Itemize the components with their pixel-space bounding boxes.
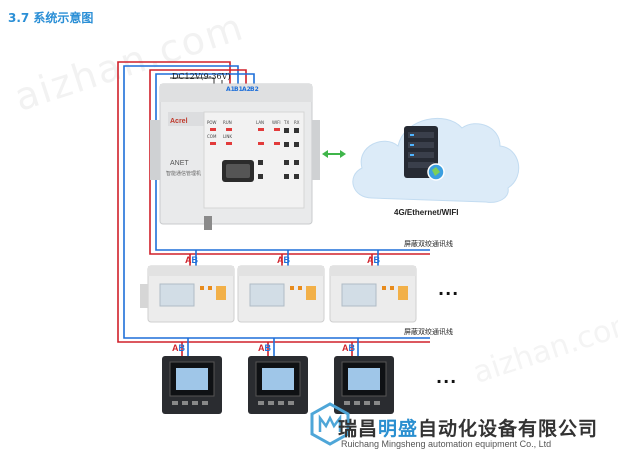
ab-label: AB bbox=[277, 255, 290, 265]
server-icon bbox=[404, 126, 445, 181]
company-name-cn-pre: 瑞昌 bbox=[338, 418, 379, 440]
bus1-label: 屏蔽双绞通讯线 bbox=[404, 240, 453, 248]
ab-label: AB bbox=[367, 255, 380, 265]
more-devices-ellipsis: ··· bbox=[436, 372, 458, 391]
led-label-pow: POW bbox=[207, 120, 217, 125]
a-label: A bbox=[172, 343, 179, 353]
b-label: B bbox=[191, 255, 199, 265]
b-label: B bbox=[264, 343, 272, 353]
link-arrow bbox=[322, 150, 346, 158]
a-label: A bbox=[367, 255, 374, 265]
b-label: B bbox=[373, 255, 381, 265]
led-label-rx: RX bbox=[294, 120, 300, 125]
terminal-a2: A2 bbox=[242, 86, 251, 93]
cloud-label: 4G/Ethernet/WIFI bbox=[394, 208, 459, 217]
bus-wiring bbox=[117, 61, 430, 356]
din-meter bbox=[140, 265, 235, 323]
b-label: B bbox=[178, 343, 186, 353]
section-title: 3.7 系统示意图 bbox=[8, 11, 94, 25]
led-label-wifi: WIFI bbox=[272, 120, 281, 125]
ab-label: AB bbox=[172, 343, 185, 353]
din-meters bbox=[140, 265, 417, 323]
bus2-label: 屏蔽双绞通讯线 bbox=[404, 328, 453, 336]
din-meter bbox=[329, 265, 417, 323]
a-label: A bbox=[258, 343, 265, 353]
power-label: DC12V(9-36V) bbox=[172, 72, 231, 81]
ab-label: AB bbox=[258, 343, 271, 353]
panel-meters bbox=[162, 356, 394, 414]
company-name-en: Ruichang Mingsheng automation equipment … bbox=[341, 439, 552, 449]
company-name-cn-post: 自动化设备有限公司 bbox=[418, 418, 599, 440]
b-label: B bbox=[348, 343, 356, 353]
terminal-b2: B2 bbox=[250, 86, 259, 93]
led-label-tx: TX bbox=[284, 120, 290, 125]
panel-meter bbox=[162, 356, 222, 414]
brand-logo: Acrel bbox=[170, 118, 188, 125]
gateway-device bbox=[150, 83, 320, 230]
ab-label: AB bbox=[185, 255, 198, 265]
a-label: A bbox=[342, 343, 349, 353]
terminal-a1: A1 bbox=[226, 86, 235, 93]
led-label-link: LINK bbox=[223, 134, 233, 139]
led-label-run: RUN bbox=[223, 120, 232, 125]
terminal-b1: B1 bbox=[234, 86, 243, 93]
led-label-lan: LAN bbox=[256, 120, 265, 125]
panel-meter bbox=[334, 356, 394, 414]
din-meter bbox=[237, 265, 325, 323]
more-devices-ellipsis: ··· bbox=[438, 284, 460, 303]
company-name-cn-highlight: 明盛 bbox=[378, 418, 419, 440]
company-name-cn: 瑞昌明盛自动化设备有限公司 bbox=[338, 414, 598, 441]
panel-meter bbox=[248, 356, 308, 414]
led-label-com: COM bbox=[207, 134, 217, 139]
company-logo-icon bbox=[310, 402, 350, 446]
a-label: A bbox=[277, 255, 284, 265]
a-label: A bbox=[185, 255, 192, 265]
ab-label: AB bbox=[342, 343, 355, 353]
gateway-model: ANET bbox=[170, 160, 189, 167]
gateway-subtitle: 智能通信管理机 bbox=[166, 171, 202, 177]
b-label: B bbox=[283, 255, 291, 265]
